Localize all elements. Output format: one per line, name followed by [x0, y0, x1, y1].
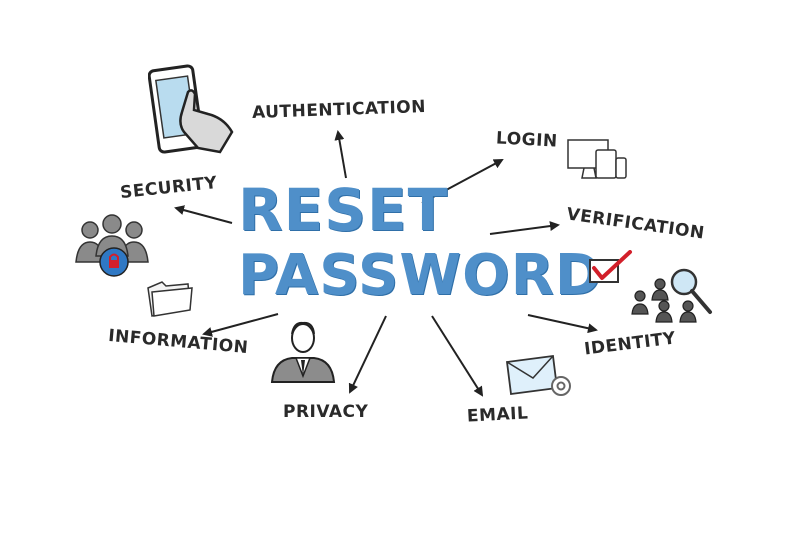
folder-icon — [147, 281, 193, 317]
label-privacy: PRIVACY — [283, 402, 369, 422]
label-login: LOGIN — [495, 128, 559, 152]
arrow-verification — [489, 221, 560, 235]
phone-touch-icon — [148, 64, 234, 154]
arrow-login — [421, 159, 504, 204]
envelope-at-icon — [505, 354, 571, 396]
businessman-icon — [270, 321, 336, 383]
title-line-1: RESET — [238, 176, 449, 244]
arrow-security — [174, 205, 233, 224]
identity-search-icon — [631, 268, 712, 323]
label-email: EMAIL — [466, 403, 529, 427]
checkmark-box-icon — [589, 250, 632, 283]
arrow-authentication — [334, 130, 347, 179]
devices-icon — [567, 139, 627, 179]
arrow-identity — [527, 314, 598, 334]
arrow-information — [202, 313, 279, 337]
arrow-privacy — [348, 315, 387, 394]
title-line-2: PASSWORD — [238, 243, 603, 308]
arrow-email — [431, 315, 484, 397]
users-lock-icon — [75, 214, 149, 277]
